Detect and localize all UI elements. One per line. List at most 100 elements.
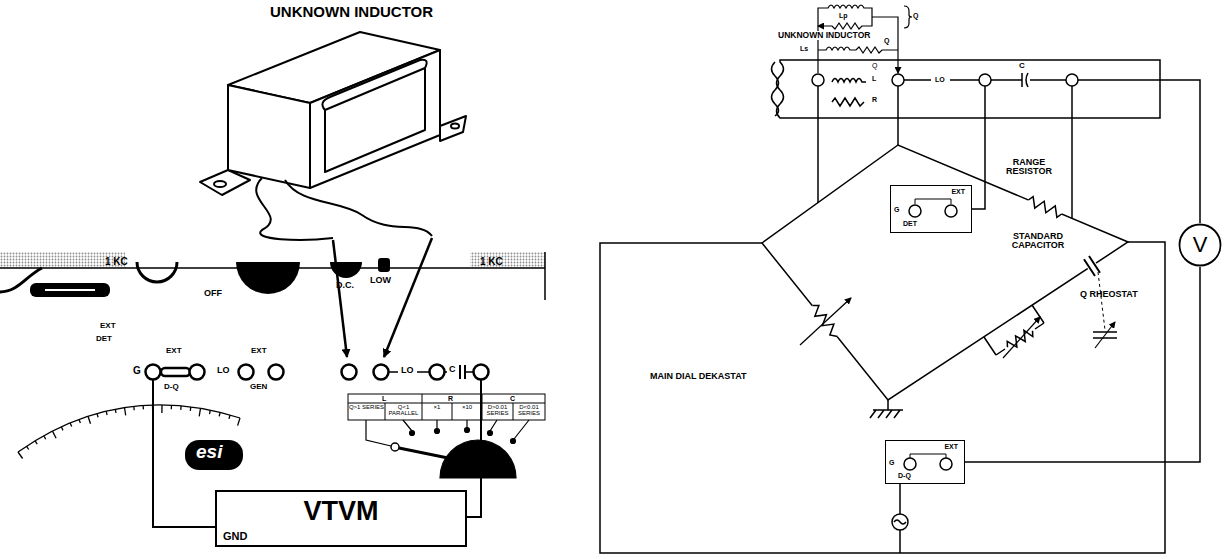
terminal-strip — [832, 79, 866, 83]
component-label: RANGE RESISTOR — [1000, 158, 1058, 177]
table-cell: D<0.01 SERIES — [513, 404, 545, 417]
panel — [0, 252, 545, 300]
scale-tick — [115, 409, 117, 413]
table-header: R — [448, 395, 453, 403]
scale-tick — [27, 446, 29, 449]
terminal-label: EXT — [251, 347, 267, 356]
terminal-strip — [892, 74, 904, 86]
esi-logo — [185, 440, 243, 470]
node-text: GND — [223, 530, 247, 542]
scale-tick — [35, 441, 37, 444]
binding-posts — [161, 368, 190, 376]
terminal-post — [904, 458, 916, 470]
unknown-inductor-symbols — [872, 17, 898, 73]
standard-capacitor — [1082, 255, 1101, 277]
scale-tick — [88, 416, 91, 424]
terminal-label: EXT — [166, 347, 182, 356]
selector-table — [348, 394, 545, 420]
symbol-label: Ls — [800, 45, 808, 53]
symbol-label: R — [872, 96, 877, 104]
scale-tick — [209, 410, 211, 414]
table-cell: Q<1 PARALLEL — [385, 404, 422, 417]
switch-label: D.C. — [336, 281, 354, 291]
binding-posts — [460, 365, 465, 379]
scale-tick — [97, 414, 98, 418]
scale-tick — [53, 431, 57, 438]
variable-arrow — [800, 298, 851, 345]
selector-table — [348, 394, 545, 420]
terminal-strip — [812, 74, 824, 86]
terminal-strip — [1022, 73, 1028, 87]
symbol-label: Q — [884, 37, 889, 45]
component-label: Q RHEOSTAT — [1080, 290, 1138, 300]
scale-tick — [61, 427, 63, 431]
panel — [470, 252, 545, 268]
switch-label: OFF — [204, 289, 222, 299]
component-label: MAIN DIAL DEKASTAT — [650, 372, 747, 382]
table-cell: D>0.01 SERIES — [482, 404, 513, 417]
scale-tick — [106, 411, 107, 415]
transformer — [256, 178, 333, 240]
bridge-wiring — [600, 242, 1165, 553]
bridge-wiring — [600, 80, 1200, 553]
q-rheostat — [1095, 322, 1115, 348]
terminal-post — [910, 454, 946, 459]
scale-tick — [238, 418, 240, 426]
transformer — [285, 180, 432, 236]
lead-arrow — [384, 238, 432, 357]
terminal-label: D-Q — [164, 383, 179, 392]
terminal-label: LO — [935, 76, 945, 84]
selector-table — [348, 394, 545, 420]
q-rheostat — [1098, 272, 1105, 330]
binding-posts — [474, 365, 489, 380]
terminal-strip — [832, 98, 864, 106]
node-text: G — [894, 206, 899, 213]
scale-tick — [79, 419, 80, 423]
bridge-wiring — [870, 400, 903, 418]
panel — [137, 262, 177, 282]
bridge-wiring — [897, 86, 899, 145]
table-header: C — [510, 395, 515, 403]
terminal-label: EXT — [100, 322, 116, 331]
symbol-label: Lp — [839, 12, 848, 20]
main-dial-dekastat — [809, 302, 842, 339]
selector-knob — [465, 428, 470, 433]
node-title: EXT — [951, 188, 965, 195]
standard-capacitor — [1084, 256, 1100, 276]
unknown-inductor-symbols — [904, 6, 912, 28]
binding-posts — [374, 365, 389, 380]
binding-posts — [269, 365, 284, 380]
q-rheostat — [984, 305, 1044, 355]
lead-arrow — [333, 238, 432, 357]
node-title: V — [1178, 232, 1222, 258]
det-terminal-box: EXTGDET — [890, 185, 972, 233]
vtvm-wire — [465, 380, 481, 517]
transformer — [325, 68, 425, 172]
frequency-label: 1 KC — [480, 256, 503, 267]
scale-tick — [161, 405, 162, 413]
selector-knob — [366, 420, 529, 478]
panel — [30, 283, 110, 297]
terminal-strip — [1066, 74, 1078, 86]
vtvm-box: VTVMGND — [215, 490, 467, 547]
component-label: STANDARD CAPACITOR — [1000, 232, 1076, 251]
panel — [330, 262, 362, 278]
binding-posts — [190, 365, 205, 380]
scale-tick — [133, 406, 135, 410]
binding-posts — [342, 365, 357, 380]
table-cell: ×1 — [422, 404, 452, 410]
selector-knob — [488, 431, 493, 436]
transformer — [228, 85, 310, 188]
panel — [45, 289, 95, 291]
bridge-wiring — [817, 86, 819, 203]
selector-knob — [399, 448, 448, 458]
symbol-label: Q — [872, 62, 877, 70]
scale-tick — [18, 452, 23, 459]
terminal-strip — [979, 74, 991, 86]
q-rheostat — [984, 272, 1117, 358]
table-header: L — [382, 395, 386, 403]
switch-label: LOW — [370, 276, 391, 286]
terminal-post — [915, 199, 951, 204]
symbol-label: Q — [913, 12, 918, 20]
unknown-inductor-symbols — [818, 47, 898, 53]
